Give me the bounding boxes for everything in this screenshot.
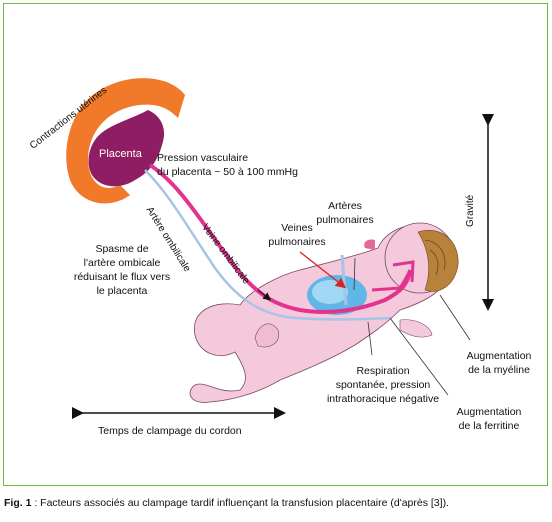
label-myeline-2: de la myéline xyxy=(468,364,530,376)
label-spasme-1: Spasme de xyxy=(95,243,149,255)
label-respiration-3: intrathoracique négative xyxy=(326,393,440,405)
label-respiration-2: spontanée, pression xyxy=(335,379,431,391)
figure-caption: Fig. 1 : Facteurs associés au clampage t… xyxy=(4,497,449,509)
label-spasme-2: l'artère ombicale xyxy=(83,257,161,269)
label-gravite: Gravité xyxy=(465,194,476,227)
label-arteres-1: Artères xyxy=(328,200,362,212)
label-respiration-1: Respiration xyxy=(356,365,410,377)
label-veines-1: Veines xyxy=(281,222,313,234)
label-pression-1: Pression vasculaire xyxy=(157,152,249,164)
caption-prefix: Fig. 1 xyxy=(4,497,32,509)
label-ferritine-1: Augmentation xyxy=(456,406,522,418)
placenta-shape xyxy=(88,110,165,187)
label-ferritine-2: de la ferritine xyxy=(458,420,520,432)
label-placenta: Placenta xyxy=(99,148,142,160)
uterus-shape xyxy=(66,78,185,204)
label-arteres-2: pulmonaires xyxy=(316,214,374,226)
caption-text: : Facteurs associés au clampage tardif i… xyxy=(31,497,449,509)
label-spasme-4: le placenta xyxy=(96,285,148,297)
label-spasme-3: réduisant le flux vers xyxy=(73,271,171,283)
label-pression-2: du placenta ~ 50 à 100 mmHg xyxy=(157,166,298,178)
pulmonary-veins-pointer xyxy=(299,251,347,289)
umbilical-vein xyxy=(148,163,412,314)
figure-frame xyxy=(3,3,548,486)
label-veines-2: pulmonaires xyxy=(268,236,326,248)
label-temps: Temps de clampage du cordon xyxy=(98,425,242,437)
umbilical-artery xyxy=(144,169,391,321)
label-myeline-1: Augmentation xyxy=(466,350,532,362)
